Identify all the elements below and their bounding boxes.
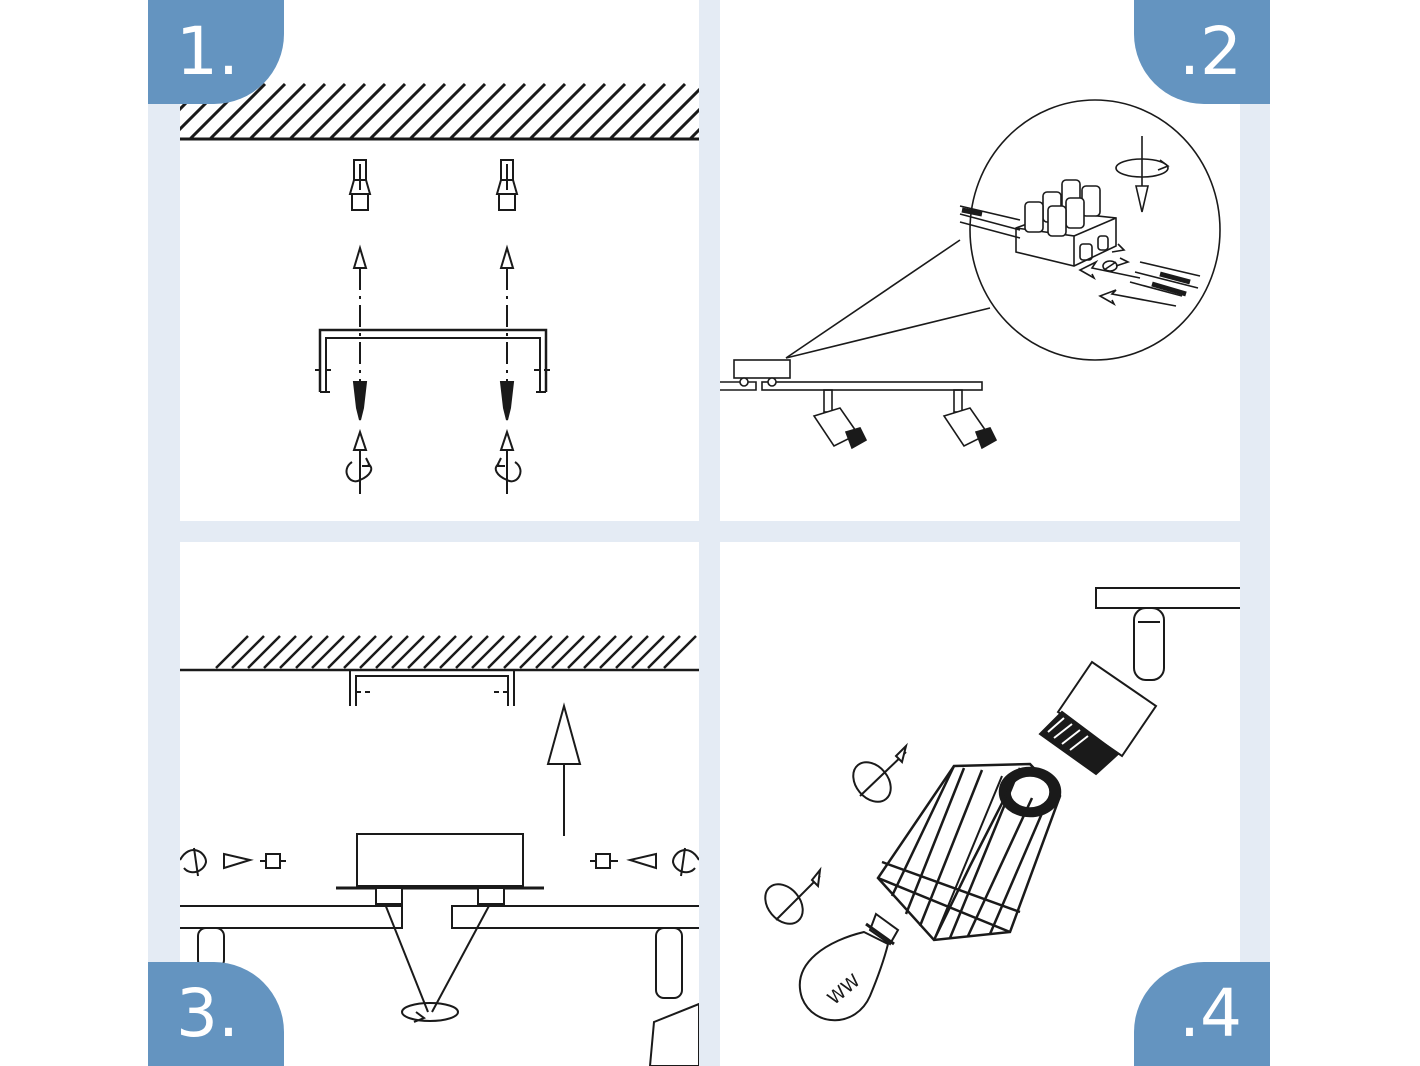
spotlight-left (812, 389, 868, 450)
step-2-number: .2 (1179, 13, 1242, 90)
track-rail (1095, 587, 1240, 609)
light-bulb: WW (798, 912, 900, 1022)
lamp-holder (1038, 660, 1158, 776)
mounting-bracket (315, 328, 551, 393)
step-4-illustration: WW (764, 587, 1240, 1022)
insert-wire-arrows (1078, 243, 1177, 307)
step-4-panel: WW (720, 542, 1240, 1066)
step-1-panel (180, 0, 699, 521)
screw-left (352, 381, 368, 421)
lift-arrow (546, 702, 582, 836)
step-4-number: .4 (1179, 975, 1242, 1052)
terminal-block (1015, 179, 1117, 267)
step-3-panel (180, 542, 699, 1066)
wall-plug-left (348, 159, 372, 211)
step-3-illustration (180, 635, 699, 1066)
canopy-screws (180, 847, 699, 877)
ceiling-hatching (180, 82, 699, 141)
track-rail (180, 887, 699, 929)
step-2-panel (720, 0, 1240, 521)
spotlight-right (942, 389, 998, 450)
spotlight-stems (197, 927, 699, 1066)
wall-plug-right (495, 159, 519, 211)
wire-cage-shade (876, 762, 1062, 942)
spot-arm (1133, 607, 1165, 681)
wiring-detail-magnifier (785, 99, 1221, 361)
mounted-bracket (349, 669, 515, 706)
rotate-arrow-upper (852, 742, 908, 803)
track-rail (720, 359, 983, 391)
screw-right (499, 381, 515, 421)
rotate-arrow-lower (764, 866, 822, 925)
fixture-wires (959, 205, 1021, 239)
fixing-nut-arrows (384, 903, 491, 1023)
canopy-box (336, 833, 544, 890)
tighten-arrow (1115, 136, 1170, 213)
ceiling-hatching (180, 635, 699, 672)
step-4-badge: .4 (1134, 962, 1270, 1066)
step-1-illustration (180, 82, 699, 494)
step-2-illustration (720, 99, 1221, 450)
step-1-number: 1. (176, 13, 239, 90)
screw-arrow-left (345, 428, 373, 494)
step-3-number: 3. (176, 975, 239, 1052)
screw-arrow-right (494, 428, 522, 494)
